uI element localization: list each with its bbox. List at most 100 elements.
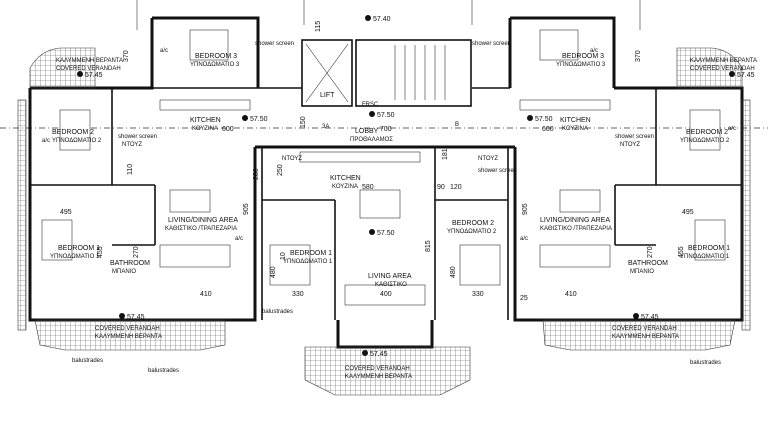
room-kitchen-center: KITCHEN bbox=[330, 175, 361, 182]
shower-screen-label: shower screen bbox=[118, 134, 157, 140]
dim-410-right: 410 bbox=[565, 291, 577, 298]
room-labels: BEDROOM 3 ΥΠΝΟΔΩΜΑΤΙΟ 3 BEDROOM 3 ΥΠΝΟΔΩ… bbox=[50, 53, 757, 380]
dim-410-left: 410 bbox=[200, 291, 212, 298]
level-marker bbox=[369, 111, 375, 117]
room-verandah-top-left: COVERED VERANDAH bbox=[56, 66, 121, 72]
level-kitchen-left: 57.50 bbox=[250, 116, 268, 123]
dim-150: 150 bbox=[300, 116, 307, 128]
room-kitchen-right-gr: ΚΟΥΖΙΝΑ bbox=[562, 126, 588, 132]
room-bathroom-left-gr: ΜΠΑΝΙΟ bbox=[112, 269, 136, 275]
room-bedroom3-left-gr: ΥΠΝΟΔΩΜΑΤΙΟ 3 bbox=[190, 62, 240, 68]
ac-label: a/c bbox=[728, 126, 736, 132]
room-verandah-top-left-gr: ΚΑΛΥΜΜΕΝΗ ΒΕΡΑΝΤΑ bbox=[56, 58, 123, 64]
dim-815: 815 bbox=[425, 240, 432, 252]
level-kitchen-right: 57.50 bbox=[535, 116, 553, 123]
dim-600-right: 600 bbox=[542, 126, 554, 133]
room-bathroom-right-gr: ΜΠΑΝΙΟ bbox=[630, 269, 654, 275]
level-center-bottom: 57.45 bbox=[370, 351, 388, 358]
level-right-top: 57.45 bbox=[737, 72, 755, 79]
room-bedroom2-left: BEDROOM 2 bbox=[52, 129, 94, 136]
room-living-left: LIVING/DINING AREA bbox=[168, 217, 238, 224]
level-left-top: 57.45 bbox=[85, 72, 103, 79]
room-lobby: LOBBY bbox=[355, 128, 379, 135]
room-verandah-top-right: COVERED VERANDAH bbox=[690, 66, 755, 72]
room-verandah-center: COVERED VERANDAH bbox=[345, 366, 410, 372]
dim-90: 90 bbox=[437, 184, 445, 191]
room-verandah-left: COVERED VERANDAH bbox=[95, 326, 160, 332]
shower-screen-label: shower screen bbox=[478, 168, 517, 174]
dim-330-left: 330 bbox=[292, 291, 304, 298]
room-kitchen-left: KITCHEN bbox=[190, 117, 221, 124]
room-bathroom-right: BATHROOM bbox=[628, 260, 668, 267]
dim-480-left: 480 bbox=[270, 266, 277, 278]
room-bedroom3-right-gr: ΥΠΝΟΔΩΜΑΤΙΟ 3 bbox=[556, 62, 606, 68]
dim-905-left: 905 bbox=[243, 203, 250, 215]
room-kitchen-left-gr: ΚΟΥΖΙΝΑ bbox=[192, 126, 218, 132]
room-bedroom1-left-gr: ΥΠΝΟΔΩΜΑΤΙΟ 1 bbox=[50, 254, 100, 260]
room-bedroom3-left: BEDROOM 3 bbox=[195, 53, 237, 60]
ac-label: a/c bbox=[235, 236, 243, 242]
room-bedroom3-right: BEDROOM 3 bbox=[562, 53, 604, 60]
level-marker bbox=[242, 115, 248, 121]
level-marker bbox=[362, 350, 368, 356]
shower-screen-label: shower screen bbox=[255, 41, 294, 47]
dim-10: 10 bbox=[280, 252, 287, 260]
frsc-label: FRSC bbox=[362, 102, 379, 108]
section-b-label: B bbox=[455, 122, 459, 128]
room-bedroom2-center-gr: ΥΠΝΟΔΩΜΑΤΙΟ 2 bbox=[447, 229, 497, 235]
ntoyz-label: ΝΤΟΥΖ bbox=[282, 156, 302, 162]
dim-480-right: 480 bbox=[450, 266, 457, 278]
dim-270-left: 270 bbox=[133, 246, 140, 258]
room-lobby-gr: ΠΡΟΘΑΛΑΜΟΣ bbox=[350, 137, 393, 143]
room-bedroom2-right-gr: ΥΠΝΟΔΩΜΑΤΙΟ 2 bbox=[680, 138, 730, 144]
room-bedroom1-right-gr: ΥΠΝΟΔΩΜΑΤΙΟ 1 bbox=[680, 254, 730, 260]
room-bathroom-left: BATHROOM bbox=[110, 260, 150, 267]
level-top-center: 57.40 bbox=[373, 16, 391, 23]
room-living-right-gr: ΚΑΘΙΣΤΙΚΟ /ΤΡΑΠΕΖΑΡΙΑ bbox=[540, 226, 612, 232]
balustrades-label: balustrades bbox=[72, 358, 103, 364]
ac-label: a/c bbox=[42, 138, 50, 144]
room-verandah-left-gr: ΚΑΛΥΜΜΕΝΗ ΒΕΡΑΝΤΑ bbox=[95, 334, 162, 340]
room-bedroom1-right: BEDROOM 1 bbox=[688, 245, 730, 252]
dim-455-left: 455 bbox=[97, 246, 104, 258]
room-kitchen-center-gr: ΚΟΥΖΙΝΑ bbox=[332, 184, 358, 190]
level-left-bottom: 57.45 bbox=[127, 314, 145, 321]
dim-115: 115 bbox=[315, 21, 322, 32]
dim-600-left: 600 bbox=[222, 126, 234, 133]
dim-370-left: 370 bbox=[123, 50, 130, 62]
level-marker bbox=[77, 71, 83, 77]
room-bedroom2-center: BEDROOM 2 bbox=[452, 220, 494, 227]
dim-330-right: 330 bbox=[472, 291, 484, 298]
section-3a-label: 3A bbox=[322, 124, 329, 130]
dim-370-right: 370 bbox=[635, 50, 642, 62]
ac-label: a/c bbox=[160, 48, 168, 54]
dim-400: 400 bbox=[380, 291, 392, 298]
level-marker bbox=[729, 71, 735, 77]
dimensions: 370 115 370 600 700 600 150 580 495 495 … bbox=[60, 21, 694, 302]
level-marker bbox=[365, 15, 371, 21]
level-right-bottom: 57.45 bbox=[641, 314, 659, 321]
dim-270-right: 270 bbox=[647, 246, 654, 258]
dim-280: 280 bbox=[253, 168, 260, 180]
room-living-right: LIVING/DINING AREA bbox=[540, 217, 610, 224]
annotations: shower screen shower screen shower scree… bbox=[42, 41, 736, 374]
room-lift: LIFT bbox=[320, 92, 335, 99]
ntoyz-label: ΝΤΟΥΖ bbox=[620, 142, 640, 148]
balustrades-label: balustrades bbox=[148, 368, 179, 374]
dim-181: 181 bbox=[442, 148, 449, 160]
room-kitchen-right: KITCHEN bbox=[560, 117, 591, 124]
level-markers: 57.40 57.50 57.50 57.50 57.50 57.45 57.4… bbox=[77, 15, 755, 358]
ac-label: a/c bbox=[590, 48, 598, 54]
room-verandah-top-right-gr: ΚΑΛΥΜΜΕΝΗ ΒΕΡΑΝΤΑ bbox=[690, 58, 757, 64]
ntoyz-label: ΝΤΟΥΖ bbox=[122, 142, 142, 148]
room-verandah-center-gr: ΚΑΛΥΜΜΕΝΗ ΒΕΡΑΝΤΑ bbox=[345, 374, 412, 380]
dim-700: 700 bbox=[380, 126, 392, 133]
room-bedroom1-left: BEDROOM 1 bbox=[58, 245, 100, 252]
room-bedroom2-left-gr: ΥΠΝΟΔΩΜΑΤΙΟ 2 bbox=[52, 138, 102, 144]
interior-walls bbox=[30, 87, 742, 320]
level-marker bbox=[369, 229, 375, 235]
level-marker bbox=[119, 313, 125, 319]
dim-905-right: 905 bbox=[522, 203, 529, 215]
level-marker bbox=[633, 313, 639, 319]
